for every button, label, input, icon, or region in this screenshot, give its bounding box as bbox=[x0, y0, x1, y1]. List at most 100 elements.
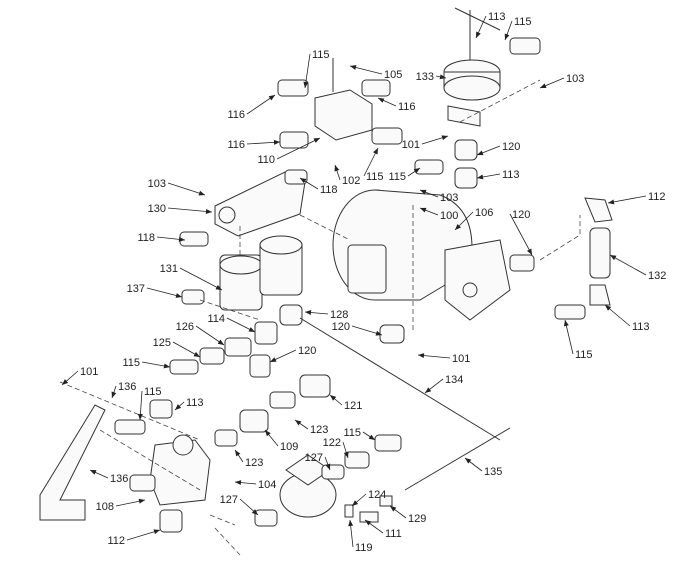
callout-114: 114 bbox=[207, 313, 256, 333]
callout-number: 116 bbox=[398, 101, 416, 113]
callout-number: 127 bbox=[220, 494, 238, 506]
callout-132: 132 bbox=[609, 254, 666, 282]
callout-130: 130 bbox=[148, 203, 213, 215]
callout-number: 116 bbox=[227, 109, 245, 121]
arrowhead-icon bbox=[270, 357, 277, 362]
leader-line bbox=[146, 287, 183, 298]
callout-number: 101 bbox=[80, 366, 98, 378]
arrowhead-icon bbox=[413, 168, 420, 174]
arrowhead-icon bbox=[153, 529, 160, 535]
leader-line bbox=[509, 213, 533, 256]
part-hose-134 bbox=[299, 317, 501, 441]
arrowhead-icon bbox=[477, 174, 484, 180]
callout-number: 115 bbox=[366, 171, 384, 183]
arrowhead-icon bbox=[90, 470, 97, 475]
callout-number: 123 bbox=[310, 424, 328, 436]
callout-113: 113 bbox=[174, 397, 204, 411]
arrowhead-icon bbox=[418, 353, 425, 359]
assembly-lines bbox=[59, 79, 581, 556]
leader-line bbox=[167, 182, 206, 196]
callout-109: 109 bbox=[264, 429, 298, 453]
callout-121: 121 bbox=[329, 394, 362, 412]
callout-number: 115 bbox=[514, 16, 532, 28]
callout-number: 115 bbox=[144, 386, 162, 398]
callout-112: 112 bbox=[607, 191, 666, 205]
callout-101: 101 bbox=[417, 353, 470, 365]
callout-number: 131 bbox=[160, 263, 178, 275]
callout-number: 125 bbox=[153, 337, 171, 349]
arrowhead-icon bbox=[420, 189, 427, 195]
arrowhead-icon bbox=[265, 430, 271, 437]
callout-115: 115 bbox=[363, 147, 384, 183]
arrowhead-icon bbox=[178, 236, 185, 242]
part-hose-135 bbox=[404, 427, 511, 491]
arrowhead-icon bbox=[563, 320, 569, 327]
arrowhead-icon bbox=[138, 498, 145, 504]
arrowhead-icon bbox=[163, 363, 170, 369]
arrowhead-icon bbox=[235, 480, 242, 486]
callout-number: 120 bbox=[512, 209, 530, 221]
arrowhead-icon bbox=[295, 420, 302, 426]
arrowhead-icon bbox=[137, 413, 143, 420]
arrowhead-icon bbox=[352, 500, 359, 506]
leader-line bbox=[607, 195, 647, 204]
callout-number: 115 bbox=[575, 349, 593, 361]
callout-125: 125 bbox=[153, 337, 201, 358]
callout-116: 116 bbox=[227, 94, 276, 121]
callout-103: 103 bbox=[419, 189, 458, 204]
part-valve-bracket bbox=[39, 399, 211, 533]
arrowhead-icon bbox=[365, 520, 372, 526]
arrowhead-icon bbox=[348, 520, 354, 527]
callout-number: 111 bbox=[385, 528, 402, 540]
callout-120: 120 bbox=[476, 141, 520, 156]
callout-136: 136 bbox=[111, 381, 136, 399]
callout-number: 120 bbox=[298, 345, 316, 357]
callout-number: 115 bbox=[388, 171, 406, 183]
callout-115: 115 bbox=[504, 16, 532, 41]
callout-124: 124 bbox=[351, 489, 386, 507]
arrowhead-icon bbox=[375, 330, 382, 336]
arrowhead-icon bbox=[175, 404, 182, 410]
part-filters bbox=[219, 235, 303, 311]
callout-number: 137 bbox=[127, 283, 145, 295]
callout-119: 119 bbox=[348, 519, 373, 554]
callout-number: 120 bbox=[332, 321, 350, 333]
arrowhead-icon bbox=[373, 148, 378, 155]
callout-103: 103 bbox=[148, 178, 206, 196]
callout-134: 134 bbox=[424, 374, 463, 394]
arrowhead-icon bbox=[420, 207, 427, 213]
part-tank bbox=[443, 7, 501, 127]
callout-115: 115 bbox=[343, 427, 376, 441]
callout-133: 133 bbox=[416, 71, 447, 83]
callout-131: 131 bbox=[160, 263, 223, 291]
arrowhead-icon bbox=[441, 135, 448, 141]
callout-118: 118 bbox=[299, 177, 338, 196]
callout-number: 116 bbox=[227, 139, 245, 151]
part-motor bbox=[332, 189, 511, 321]
callout-115: 115 bbox=[137, 386, 162, 421]
arrowhead-icon bbox=[425, 387, 432, 393]
callout-number: 132 bbox=[648, 270, 666, 282]
arrowhead-icon bbox=[205, 208, 212, 214]
callout-100: 100 bbox=[419, 207, 458, 222]
callout-number: 123 bbox=[245, 457, 263, 469]
callout-128: 128 bbox=[304, 309, 348, 321]
arrowhead-icon bbox=[608, 199, 615, 205]
callout-number: 103 bbox=[440, 192, 458, 204]
callout-120: 120 bbox=[269, 345, 316, 363]
arrowhead-icon bbox=[198, 190, 205, 196]
callout-number: 110 bbox=[257, 154, 275, 166]
arrowhead-icon bbox=[334, 165, 340, 172]
callout-106: 106 bbox=[454, 207, 493, 231]
arrowhead-icon bbox=[248, 327, 255, 332]
callout-135: 135 bbox=[464, 457, 502, 478]
callout-number: 121 bbox=[344, 400, 362, 412]
callout-number: 103 bbox=[566, 73, 584, 85]
callout-115: 115 bbox=[563, 319, 593, 361]
arrowhead-icon bbox=[273, 139, 280, 145]
callout-number: 122 bbox=[323, 437, 341, 449]
callout-number: 113 bbox=[186, 397, 204, 409]
arrowhead-icon bbox=[193, 351, 200, 357]
arrowhead-icon bbox=[305, 310, 312, 316]
